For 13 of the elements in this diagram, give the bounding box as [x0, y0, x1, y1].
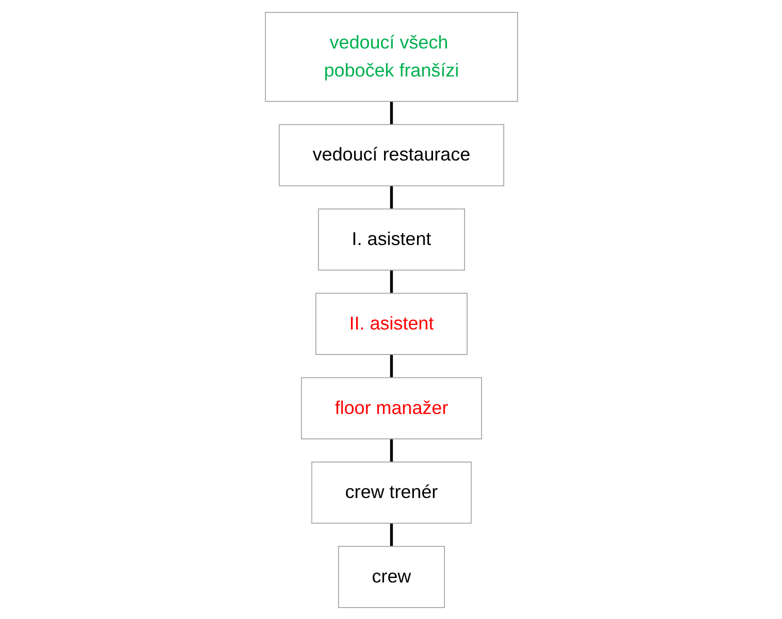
connector — [390, 100, 392, 126]
connector — [390, 438, 392, 463]
node-box: vedoucí restaurace — [278, 124, 504, 186]
node-box: II. asistent — [314, 292, 468, 354]
connector — [390, 522, 392, 548]
node-box: I. asistent — [317, 208, 464, 270]
connector — [390, 354, 392, 379]
connector — [390, 270, 392, 294]
node-box: crew — [338, 545, 444, 608]
node-box: crew trenér — [310, 461, 472, 524]
connector — [390, 185, 392, 210]
node-box: floor manažer — [300, 376, 482, 439]
node-box: vedoucí všech poboček franšízi — [264, 11, 518, 102]
